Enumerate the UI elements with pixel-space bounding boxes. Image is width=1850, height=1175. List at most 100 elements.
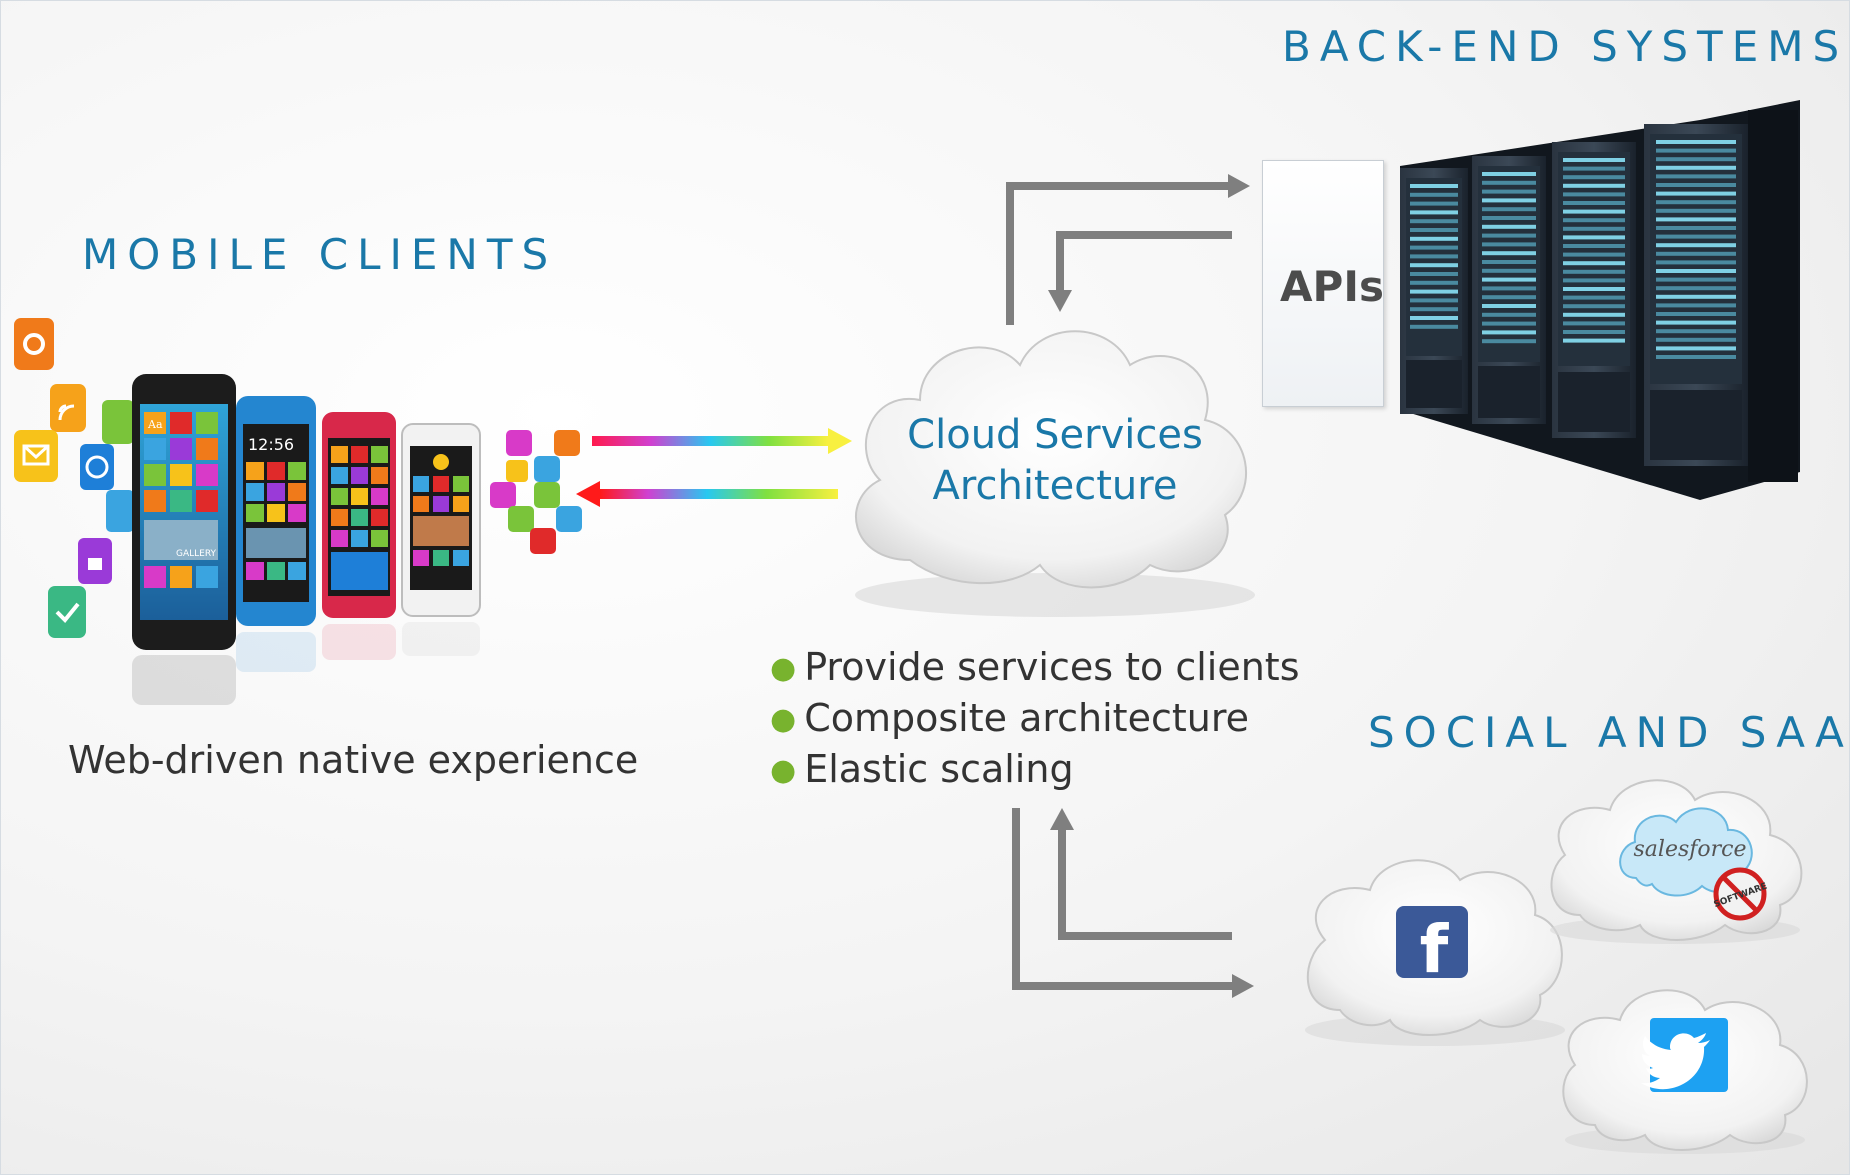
- server-unit-light: [1656, 346, 1736, 351]
- camera-app-icon: [106, 490, 134, 532]
- arrowhead-to-backend: [1228, 174, 1250, 198]
- server-unit-light: [1656, 157, 1736, 162]
- server-unit-light: [1482, 286, 1536, 291]
- feature-text: Composite architecture: [804, 696, 1249, 740]
- server-unit-light: [1656, 355, 1736, 359]
- info-app-icon: [530, 528, 556, 554]
- server-unit-light: [1563, 287, 1625, 291]
- server-unit-light: [1656, 243, 1736, 248]
- server-unit-light: [1656, 191, 1736, 196]
- server-unit-light: [1482, 172, 1536, 176]
- server-unit-light: [1563, 295, 1625, 300]
- server-racks: [1400, 100, 1800, 500]
- server-unit-light: [1482, 339, 1536, 344]
- feature-text: Elastic scaling: [804, 747, 1074, 791]
- server-unit-light: [1656, 294, 1736, 299]
- salesforce-logo-text: salesforce: [1634, 837, 1747, 862]
- cloud-services-cloud: [855, 330, 1255, 617]
- server-unit-light: [1656, 165, 1736, 170]
- heading-social-and-saas: SOCIAL AND SAAS: [1368, 708, 1850, 757]
- salesforce-cloud: salesforce SOFTWARE: [1550, 779, 1803, 944]
- server-unit-light: [1482, 268, 1536, 273]
- server-unit-light: [1563, 244, 1625, 248]
- server-unit-light: [1563, 338, 1625, 343]
- server-unit-light: [1656, 329, 1736, 334]
- arrowhead-to-saas: [1232, 974, 1254, 998]
- server-unit-light: [1482, 198, 1536, 203]
- server-unit-light: [1563, 218, 1625, 223]
- rainbow-arrow-to-clients: [576, 481, 838, 507]
- server-unit-light: [1563, 312, 1625, 317]
- phone-time: 12:56: [248, 435, 294, 454]
- server-unit-light: [1656, 234, 1736, 239]
- server-unit-light: [1410, 324, 1458, 329]
- facebook-glyph: f: [1420, 911, 1450, 988]
- server-unit-light: [1410, 228, 1458, 232]
- check-small-app-icon: [534, 482, 560, 508]
- feature-item: ●Elastic scaling: [770, 744, 1300, 795]
- server-unit-light: [1656, 286, 1736, 291]
- server-unit-light: [1563, 158, 1625, 162]
- cart-app-icon: [508, 506, 534, 532]
- tile-label-gallery: GALLERY: [176, 549, 217, 559]
- server-unit-light: [1410, 298, 1458, 303]
- server-unit-light: [1410, 316, 1458, 320]
- server-unit-light: [1410, 192, 1458, 197]
- globe-app-icon: [80, 444, 114, 490]
- feature-text: Provide services to clients: [804, 645, 1300, 689]
- percent-app-icon: [556, 506, 582, 532]
- server-unit-light: [1482, 251, 1536, 256]
- server-unit-light: [1482, 207, 1536, 212]
- server-unit-light: [1656, 337, 1736, 342]
- feature-item: ●Composite architecture: [770, 693, 1300, 744]
- rss-small-app-icon: [506, 460, 528, 482]
- server-unit-light: [1482, 312, 1536, 317]
- server-unit-light: [1563, 226, 1625, 231]
- server-unit-light: [1482, 233, 1536, 238]
- server-unit-light: [1656, 277, 1736, 282]
- server-unit-light: [1482, 260, 1536, 264]
- salesforce-logo-icon: [1619, 807, 1753, 897]
- server-unit-light: [1656, 269, 1736, 273]
- heading-back-end-systems: BACK-END SYSTEMS: [1282, 22, 1849, 71]
- phone-blue: 12:56: [236, 396, 316, 672]
- facebook-icon: [1396, 906, 1468, 978]
- server-unit-light: [1482, 242, 1536, 247]
- twitter-cloud: [1562, 989, 1808, 1154]
- check-app-icon: [48, 586, 86, 638]
- server-unit-light: [1563, 278, 1625, 283]
- apis-label: APIs: [1280, 262, 1384, 311]
- rainbow-arrow-to-cloud: [592, 428, 852, 454]
- bullet-dot-icon: ●: [770, 702, 797, 737]
- app-icons: [14, 318, 582, 638]
- server-unit-light: [1563, 235, 1625, 240]
- mobile-caption: Web-driven native experience: [68, 738, 639, 782]
- server-unit-light: [1656, 200, 1736, 205]
- server-unit-light: [1410, 254, 1458, 259]
- server-unit-light: [1563, 209, 1625, 214]
- server-unit-light: [1656, 303, 1736, 308]
- server-unit-light: [1410, 307, 1458, 312]
- server-unit-light: [1563, 175, 1625, 180]
- unlock-app-icon: [554, 430, 580, 456]
- heading-mobile-clients: MOBILE CLIENTS: [82, 230, 558, 279]
- arrowhead-to-cloud: [1048, 290, 1072, 312]
- server-unit-light: [1563, 330, 1625, 334]
- server-unit-light: [1656, 251, 1736, 256]
- server-unit-light: [1482, 180, 1536, 185]
- music-app-icon: [490, 482, 516, 508]
- server-unit-light: [1656, 217, 1736, 222]
- server-unit-light: [1410, 236, 1458, 241]
- server-unit-light: [1410, 245, 1458, 250]
- server-unit-light: [1482, 295, 1536, 300]
- arrow-backend-to-cloud: [1056, 231, 1232, 290]
- server-unit-light: [1563, 192, 1625, 197]
- server-unit-light: [1656, 174, 1736, 179]
- server-unit-light: [1482, 277, 1536, 282]
- server-unit-light: [1656, 226, 1736, 230]
- tile-label-aa-1: Aa: [147, 418, 163, 431]
- server-unit-light: [1656, 208, 1736, 213]
- arrow-cloud-to-backend: [1006, 182, 1228, 325]
- server-unit-light: [1410, 219, 1458, 224]
